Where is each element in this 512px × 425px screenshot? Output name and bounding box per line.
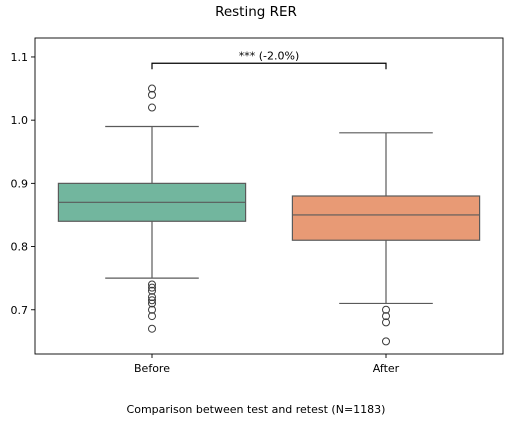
iqr-box bbox=[291, 195, 481, 241]
outlier-point bbox=[148, 283, 156, 292]
outlier-point bbox=[148, 286, 156, 295]
outlier-point bbox=[148, 305, 156, 314]
x-tick-label: After bbox=[373, 362, 400, 375]
significance-label: *** (-2.0%) bbox=[239, 49, 300, 62]
y-tick-label: 0.8 bbox=[11, 241, 29, 254]
y-tick-label: 1.0 bbox=[11, 114, 29, 127]
outlier-point bbox=[382, 318, 390, 327]
outlier-point bbox=[148, 293, 156, 302]
chart-title: Resting RER bbox=[215, 4, 297, 20]
outlier-point bbox=[148, 90, 156, 99]
y-tick-label: 0.7 bbox=[11, 304, 29, 317]
box-before bbox=[57, 84, 247, 333]
outlier-point bbox=[148, 324, 156, 333]
y-tick-label: 1.1 bbox=[11, 51, 29, 64]
box-after bbox=[291, 132, 481, 346]
outlier-point bbox=[148, 84, 156, 93]
chart-caption: Comparison between test and retest (N=11… bbox=[126, 403, 386, 416]
outlier-point bbox=[148, 296, 156, 305]
outlier-point bbox=[148, 103, 156, 112]
outlier-point bbox=[148, 312, 156, 321]
outlier-point bbox=[382, 312, 390, 321]
y-tick-label: 0.9 bbox=[11, 177, 29, 190]
outlier-point bbox=[382, 305, 390, 314]
outlier-point bbox=[148, 299, 156, 308]
x-tick-label: Before bbox=[134, 362, 170, 375]
plot-frame bbox=[34, 37, 504, 355]
outlier-point bbox=[382, 337, 390, 346]
outlier-point bbox=[148, 280, 156, 289]
significance-bracket bbox=[151, 62, 387, 70]
